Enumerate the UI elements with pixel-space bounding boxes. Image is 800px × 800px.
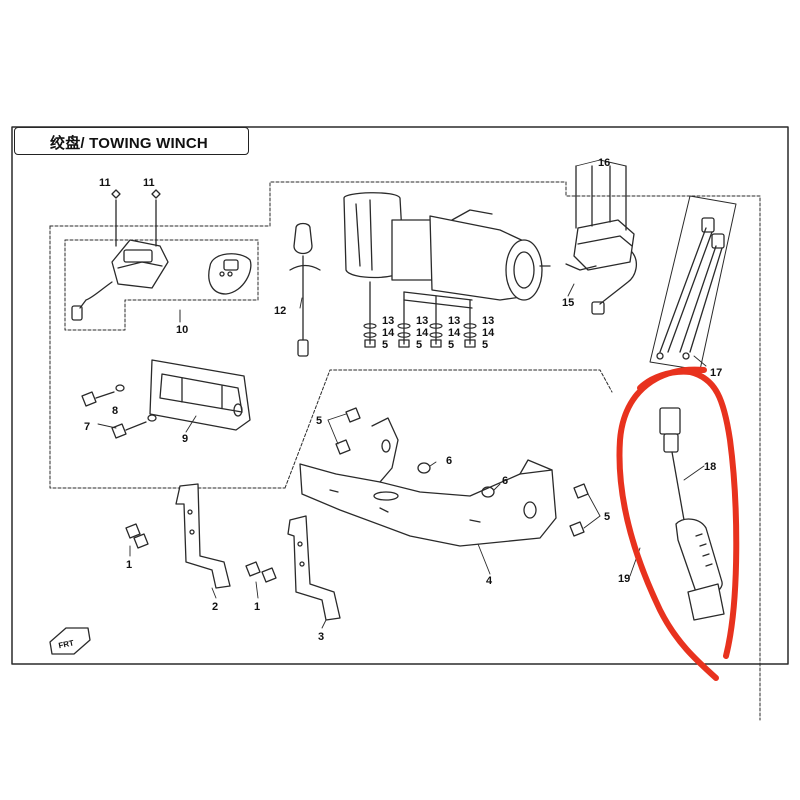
- callout-16: 16: [598, 157, 610, 169]
- callout-8: 8: [112, 405, 118, 417]
- callout-10: 10: [176, 324, 188, 336]
- callout-13b: 13: [416, 315, 428, 327]
- callout-5a: 5: [382, 339, 388, 351]
- part-mount-plate: [299, 407, 589, 547]
- diagram-title: 绞盘/ TOWING WINCH: [50, 135, 208, 152]
- leader-lines: [97, 159, 707, 629]
- callout-5b: 5: [416, 339, 422, 351]
- callout-14c: 14: [448, 327, 461, 339]
- callout-3: 3: [318, 631, 324, 643]
- callout-1a: 1: [126, 559, 132, 571]
- callout-11b: 11: [143, 177, 155, 189]
- callout-5-right: 5: [604, 511, 610, 523]
- callout-5d: 5: [482, 339, 488, 351]
- callout-6a: 6: [446, 455, 452, 467]
- callout-6b: 6: [502, 475, 508, 487]
- callout-14a: 14: [382, 327, 395, 339]
- callout-labels: 11 11 10 12 13 14 5 13 14 5 13 14 5 13 1…: [58, 157, 723, 650]
- callout-17: 17: [710, 367, 722, 379]
- part-bolts-7-8: [81, 384, 157, 439]
- callout-1b: 1: [254, 601, 260, 613]
- callout-13c: 13: [448, 315, 460, 327]
- callout-5c: 5: [448, 339, 454, 351]
- callout-4: 4: [486, 575, 493, 587]
- callout-13a: 13: [382, 315, 394, 327]
- callout-14d: 14: [482, 327, 495, 339]
- callout-11a: 11: [99, 177, 111, 189]
- highlight-circle: [616, 366, 740, 681]
- part-fairlead: [149, 359, 251, 431]
- outer-frame: [11, 126, 789, 665]
- front-marker-label: FRT: [58, 638, 75, 650]
- front-direction-marker: [49, 627, 91, 655]
- part-remote-fob: [208, 253, 252, 295]
- part-remote-receiver: [71, 189, 169, 321]
- callout-9: 9: [182, 433, 188, 445]
- part-handheld-switch: [659, 407, 725, 621]
- part-winch-assembly: [343, 192, 551, 348]
- callout-18: 18: [704, 461, 716, 473]
- callout-12: 12: [274, 305, 286, 317]
- callout-7: 7: [84, 421, 90, 433]
- part-cable-set: [649, 195, 737, 371]
- callout-2: 2: [212, 601, 218, 613]
- callout-15: 15: [562, 297, 574, 309]
- callout-13d: 13: [482, 315, 494, 327]
- group-outline-remote: [64, 239, 259, 331]
- callout-19: 19: [618, 573, 630, 585]
- part-bracket-2: [125, 483, 231, 589]
- callout-14b: 14: [416, 327, 429, 339]
- callout-5e: 5: [316, 415, 322, 427]
- group-outline-main: [49, 181, 761, 721]
- part-plug-12: [289, 222, 321, 357]
- part-contactor: [565, 165, 638, 315]
